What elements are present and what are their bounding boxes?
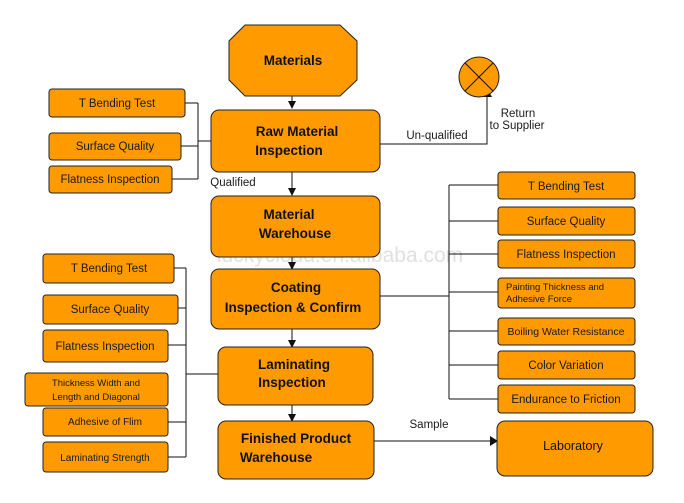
return-label-line1: Return: [501, 108, 536, 120]
laminating-node: Laminating Inspection: [217, 346, 374, 406]
raw-tests-group: T Bending Test Surface Quality Flatness …: [48, 88, 186, 194]
coating-test-label: Color Variation: [528, 360, 603, 372]
coating-test-label: Flatness Inspection: [516, 249, 615, 261]
finished-line1: Finished Product: [241, 431, 352, 446]
laboratory-node: Laboratory: [496, 420, 654, 477]
raw-test-label: Surface Quality: [76, 141, 155, 153]
laminating-test-label: Length and Diagonal: [52, 392, 140, 403]
sample-label: Sample: [410, 419, 449, 431]
materials-node: Materials: [228, 24, 358, 97]
raw-test-label: T Bending Test: [79, 98, 156, 110]
coating-test-label: Boiling Water Resistance: [508, 326, 625, 338]
raw-inspection-line1: Raw Material: [256, 124, 339, 139]
raw-inspection-node: Raw Material Inspection: [210, 109, 381, 173]
laminating-test-label: Surface Quality: [71, 304, 150, 316]
coating-line2: Inspection & Confirm: [225, 300, 362, 315]
finished-line2: Warehouse: [240, 450, 313, 465]
laminating-test-label: Adhesive of Flim: [68, 417, 142, 428]
coating-line1: Coating: [271, 280, 321, 295]
unqualified-label: Un-qualified: [406, 130, 467, 142]
finished-node: Finished Product Warehouse: [217, 420, 375, 480]
coating-test-label: Adhesive Force: [506, 294, 572, 305]
coating-test-label: T Bending Test: [528, 181, 605, 193]
coating-test-label: Painting Thickness and: [506, 282, 604, 293]
laminating-test-label: Laminating Strength: [60, 453, 150, 464]
warehouse-line2: Warehouse: [259, 226, 332, 241]
warehouse-node: Material Warehouse: [210, 195, 381, 258]
connectors: [168, 89, 498, 458]
warehouse-line1: Material: [263, 207, 314, 222]
laminating-line2: Inspection: [258, 375, 326, 390]
qualified-label: Qualified: [210, 177, 255, 189]
raw-inspection-line2: Inspection: [255, 143, 323, 158]
raw-test-label: Flatness Inspection: [60, 174, 159, 186]
laboratory-label: Laboratory: [543, 439, 604, 453]
return-label-line2: to Supplier: [490, 120, 545, 132]
coating-node: Coating Inspection & Confirm: [210, 268, 381, 330]
laminating-line1: Laminating: [258, 357, 330, 372]
x-circle-icon: [458, 56, 500, 98]
laminating-test-label: Flatness Inspection: [55, 341, 154, 353]
coating-test-label: Surface Quality: [527, 216, 606, 228]
laminating-test-label: Thickness Width and: [52, 378, 140, 389]
laminating-test-label: T Bending Test: [71, 263, 148, 275]
materials-label: Materials: [264, 53, 323, 68]
laminating-tests-group: T Bending Test Surface Quality Flatness …: [24, 253, 179, 473]
coating-test-label: Endurance to Friction: [511, 394, 620, 406]
coating-tests-group: T Bending Test Surface Quality Flatness …: [497, 171, 636, 414]
